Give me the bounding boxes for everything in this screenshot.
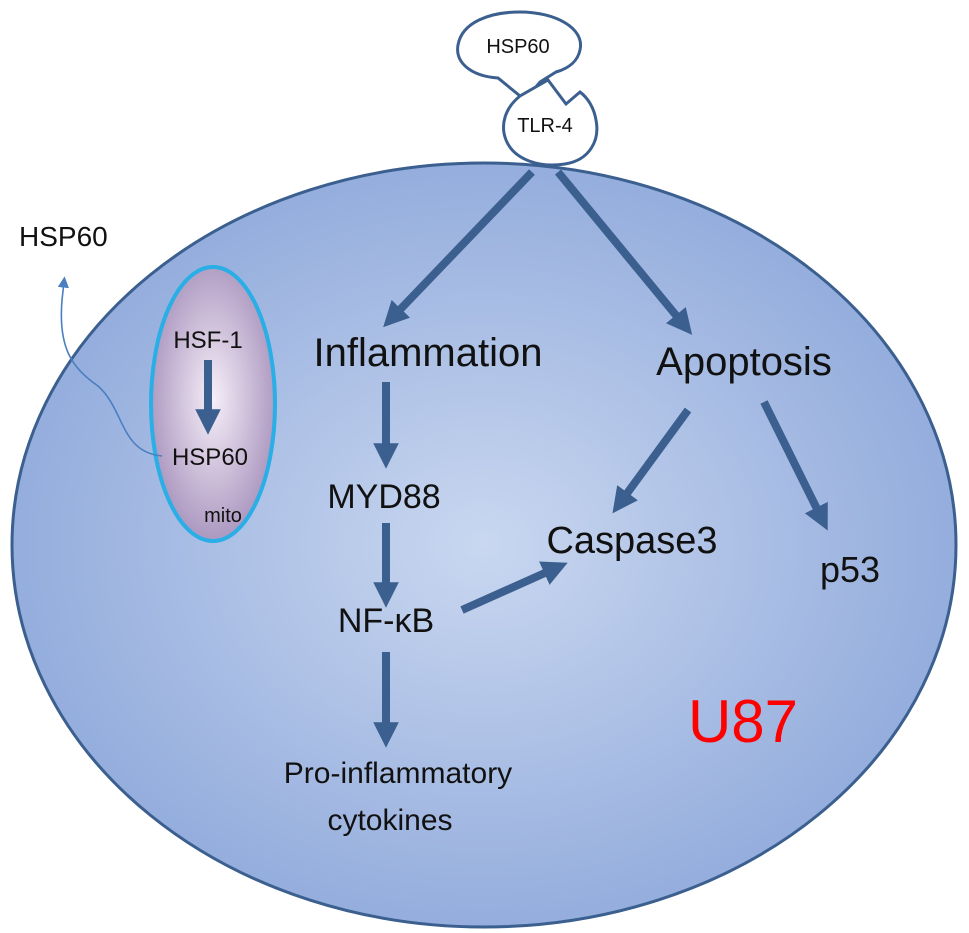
apoptosis-label: Apoptosis [656, 340, 832, 384]
mito-label: mito [204, 505, 242, 527]
receptor-ligand-label: HSP60 [486, 36, 549, 58]
mitochondrion-body [149, 265, 277, 543]
receptor-complex: HSP60 TLR-4 [456, 10, 599, 167]
tlr4-receptor-shape [502, 78, 599, 167]
mito-product-label: HSP60 [172, 444, 248, 471]
cell-body [10, 161, 958, 929]
arrow-hsp60-secretion [57, 276, 163, 457]
arrow-tlr4-to-inflammation [383, 169, 535, 328]
hsp60-ligand-shape [456, 10, 582, 103]
arrow-tlr4-to-apoptosis [554, 169, 693, 335]
arrow-apoptosis-to-caspase3 [612, 407, 692, 514]
cytokines-label-line2: cytokines [327, 804, 452, 837]
extracellular-hsp60-label: HSP60 [19, 221, 108, 252]
mito-gene-label: HSF-1 [173, 327, 242, 354]
p53-label: p53 [820, 549, 880, 590]
nfkb-label: NF-κB [338, 602, 434, 640]
caspase3-label: Caspase3 [546, 520, 717, 562]
cytokines-label-line1: Pro-inflammatory [284, 757, 512, 790]
myd88-label: MYD88 [327, 478, 440, 516]
mitochondrion: HSF-1 HSP60 mito [149, 265, 277, 543]
receptor-label: TLR-4 [517, 115, 573, 137]
arrow-nfkb-to-caspase3 [460, 561, 568, 614]
arrow-apoptosis-to-p53 [760, 400, 828, 531]
inflammation-label: Inflammation [314, 331, 543, 375]
cell-line-label: U87 [688, 688, 798, 755]
